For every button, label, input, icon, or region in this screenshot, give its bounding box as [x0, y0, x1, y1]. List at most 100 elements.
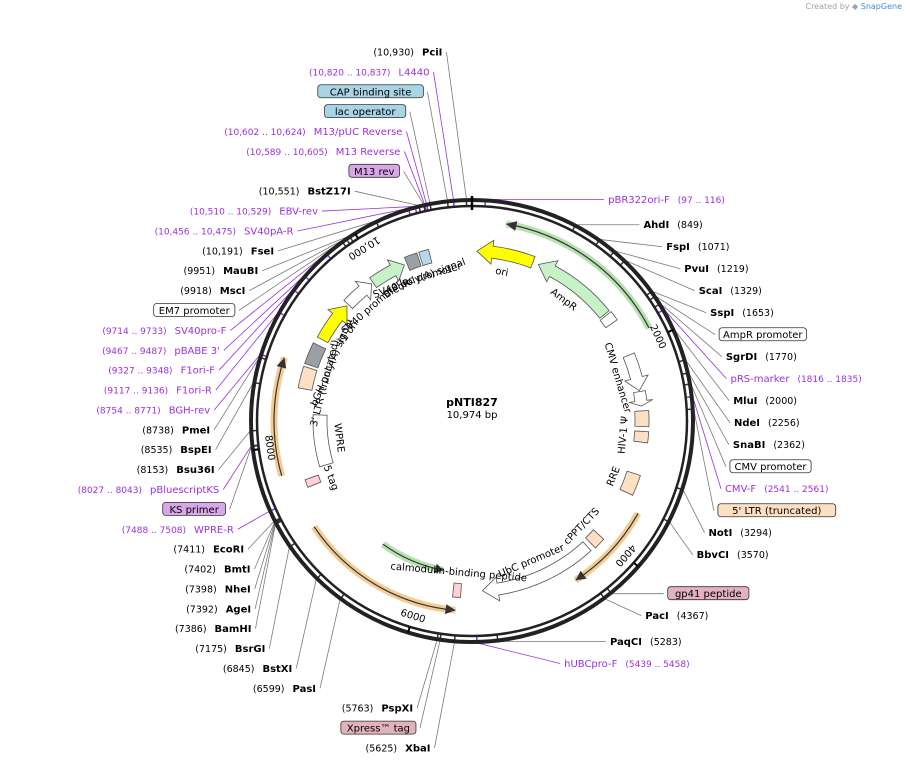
label-text-BbvCI: BbvCI(3570): [697, 550, 769, 561]
label-BbvCI[interactable]: BbvCI(3570): [697, 550, 769, 561]
label-hUBCproF[interactable]: hUBCpro-F(5439 .. 5458): [564, 659, 690, 670]
label-box-Xpress: [340, 720, 417, 735]
label-SgrDI[interactable]: SgrDI(1770): [726, 352, 797, 363]
feature-LTR3[interactable]: [297, 365, 318, 391]
label-PvuI[interactable]: PvuI(1219): [684, 264, 748, 275]
label-PmeI[interactable]: (8738)PmeI: [142, 425, 210, 436]
feature-BGHpA[interactable]: [304, 342, 327, 369]
leader-EcoRI: [247, 521, 275, 550]
label-gp41[interactable]: gp41 peptide: [667, 586, 750, 601]
feature-cPPT[interactable]: [585, 529, 605, 549]
feature-ori[interactable]: [476, 239, 536, 269]
feature-f1ori[interactable]: [316, 305, 348, 344]
label-BstZ17I[interactable]: (10,551)BstZ17I: [259, 187, 351, 198]
label-pos-F1oriR: (9117 .. 9136): [104, 387, 168, 397]
label-L4440[interactable]: (10,820 .. 10,837)L4440: [309, 67, 429, 78]
label-PciI[interactable]: (10,930)PciI: [373, 48, 442, 59]
feature-SV40pA[interactable]: [403, 252, 422, 271]
feature-LTR5F[interactable]: [634, 410, 650, 428]
label-lacop[interactable]: lac operator: [324, 104, 407, 119]
feature-RRE[interactable]: [619, 470, 641, 496]
label-PacI[interactable]: PacI(4367): [645, 611, 708, 622]
label-SV40pAR[interactable]: (10,456 .. 10,475)SV40pA-R: [155, 226, 294, 237]
feature-BleoR[interactable]: [369, 259, 405, 289]
label-name-F1oriF: F1ori-F: [181, 366, 216, 377]
label-pBSKS[interactable]: (8027 .. 8043)pBluescriptKS: [78, 485, 220, 496]
label-NdeI[interactable]: NdeI(2256): [734, 418, 800, 429]
feature-AmpR[interactable]: [537, 260, 610, 319]
label-CMVF[interactable]: CMV-F(2541 .. 2561): [725, 484, 829, 495]
feature-AmpRpromF[interactable]: [599, 311, 618, 329]
label-NotI[interactable]: NotI(3294): [709, 528, 772, 539]
label-text-Bsu36I: (8153)Bsu36I: [137, 465, 215, 476]
feature-lacprom[interactable]: [418, 248, 433, 267]
label-text-AhdI: AhdI(849): [643, 220, 702, 231]
leader-SnaBI: [688, 372, 730, 445]
label-BspEI[interactable]: (8535)BspEI: [141, 445, 212, 456]
label-text-pRSmarker: pRS-marker(1816 .. 1835): [731, 374, 862, 385]
label-M13pUC[interactable]: (10,602 .. 10,624)M13/pUC Reverse: [224, 127, 402, 138]
label-F1oriF[interactable]: (9327 .. 9348)F1ori-F: [108, 366, 215, 377]
label-pos-BmtI: (7402): [184, 565, 216, 576]
label-text-M13R: (10,589 .. 10,605)M13 Reverse: [246, 147, 400, 158]
label-SV40proF[interactable]: (9714 .. 9733)SV40pro-F: [102, 326, 226, 337]
leader-MluI: [673, 329, 730, 401]
credit-brand: SnapGene: [860, 2, 902, 11]
feature-SV40prom[interactable]: [343, 280, 372, 310]
label-ScaI[interactable]: ScaI(1329): [699, 286, 762, 297]
label-AmpRprom[interactable]: AmpR promoter: [718, 327, 807, 342]
label-FseI[interactable]: (10,191)FseI: [202, 246, 274, 257]
label-M13rev[interactable]: M13 rev: [348, 163, 400, 178]
label-pos-FspI: (1071): [698, 242, 730, 253]
label-name-BbvCI: BbvCI: [697, 550, 729, 561]
label-pBABE3[interactable]: (9467 .. 9487)pBABE 3': [102, 346, 220, 357]
leader-CMVprom: [690, 383, 727, 467]
label-AgeI[interactable]: (7392)AgeI: [186, 604, 251, 615]
leader-ScaI: [624, 259, 695, 292]
label-EcoRI[interactable]: (7411)EcoRI: [173, 545, 244, 556]
label-F1oriR[interactable]: (9117 .. 9136)F1ori-R: [104, 386, 212, 397]
label-M13R[interactable]: (10,589 .. 10,605)M13 Reverse: [246, 147, 400, 158]
label-CAP[interactable]: CAP binding site: [317, 84, 424, 99]
label-BsrGI[interactable]: (7175)BsrGI: [195, 644, 265, 655]
label-FspI[interactable]: FspI(1071): [666, 242, 729, 253]
label-Bsu36I[interactable]: (8153)Bsu36I: [137, 465, 215, 476]
label-name-PasI: PasI: [293, 684, 316, 695]
label-BamHI[interactable]: (7386)BamHI: [175, 624, 251, 635]
label-AhdI[interactable]: AhdI(849): [643, 220, 702, 231]
feature-WPRE[interactable]: [312, 414, 334, 468]
label-pRSmarker[interactable]: pRS-marker(1816 .. 1835): [731, 374, 862, 385]
feature-CMVpromF[interactable]: [628, 390, 653, 407]
label-CMVprom[interactable]: CMV promoter: [729, 459, 812, 474]
label-MscI[interactable]: (9918)MscI: [180, 286, 245, 297]
label-BGHrev[interactable]: (8754 .. 8771)BGH-rev: [96, 405, 210, 416]
label-LTR5[interactable]: 5' LTR (truncated): [717, 503, 837, 517]
label-PaqCI[interactable]: PaqCI(5283): [610, 637, 682, 648]
label-BmtI[interactable]: (7402)BmtI: [184, 565, 250, 576]
label-EM7[interactable]: EM7 promoter: [153, 303, 236, 318]
label-PasI[interactable]: (6599)PasI: [253, 684, 316, 695]
label-name-BstZ17I: BstZ17I: [307, 187, 350, 198]
label-pos-L4440: (10,820 .. 10,837): [309, 68, 390, 78]
label-SnaBI[interactable]: SnaBI(2362): [733, 440, 805, 451]
label-WPRER[interactable]: (7488 .. 7508)WPRE-R: [122, 525, 234, 536]
feature-HIV1[interactable]: [633, 430, 650, 444]
feature-CaM[interactable]: [452, 582, 462, 599]
label-XbaI[interactable]: (5625)XbaI: [366, 744, 431, 755]
label-PspXI[interactable]: (5763)PspXI: [342, 704, 413, 715]
label-MluI[interactable]: MluI(2000): [733, 396, 797, 407]
feature-V5[interactable]: [304, 474, 322, 488]
label-name-XbaI: XbaI: [405, 744, 430, 755]
feature-CMVenh[interactable]: [622, 352, 649, 392]
feature-UbC[interactable]: [481, 541, 592, 602]
label-pBR322oriF[interactable]: pBR322ori-F(97 .. 116): [608, 195, 725, 206]
label-KSprimer[interactable]: KS primer: [162, 501, 227, 516]
label-Xpress[interactable]: Xpress™ tag: [340, 720, 417, 735]
label-MauBI[interactable]: (9951)MauBI: [184, 266, 259, 277]
label-name-M13R: M13 Reverse: [336, 147, 401, 158]
label-BstXI[interactable]: (6845)BstXI: [223, 664, 292, 675]
label-NheI[interactable]: (7398)NheI: [185, 584, 251, 595]
label-EBVrev[interactable]: (10,510 .. 10,529)EBV-rev: [190, 207, 318, 218]
label-SspI[interactable]: SspI(1653): [710, 308, 774, 319]
